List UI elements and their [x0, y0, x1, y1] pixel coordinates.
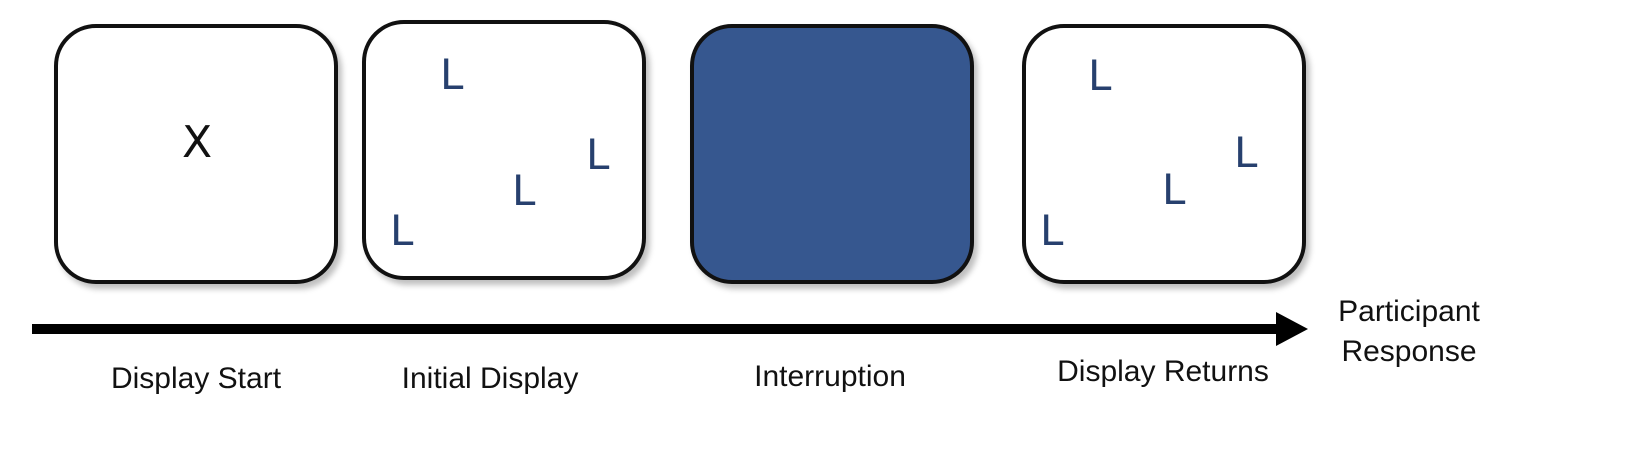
caption-participant-line1: Participant	[1338, 295, 1480, 328]
letter-l: L	[390, 206, 414, 255]
arrow-right-icon	[1276, 312, 1308, 346]
letter-l: L	[512, 166, 536, 215]
fixation-x: X	[182, 117, 213, 168]
letter-l: L	[1088, 51, 1112, 100]
interruption-panel	[690, 24, 974, 284]
letter-l: L	[1040, 206, 1064, 255]
initial-display-panel: L L L L	[362, 20, 646, 280]
caption-display-start: Display Start	[110, 362, 282, 395]
caption-interruption: Interruption	[754, 360, 906, 393]
letter-l: L	[1162, 165, 1186, 214]
caption-participant-line2: Response	[1341, 335, 1477, 368]
letter-l: L	[440, 50, 464, 99]
caption-participant-response: Participant Response	[1338, 292, 1480, 372]
letter-l: L	[586, 130, 610, 179]
caption-initial-display: Initial Display	[401, 362, 579, 395]
letter-l: L	[1234, 128, 1258, 177]
display-start-panel: X	[54, 24, 338, 284]
caption-display-returns: Display Returns	[1057, 355, 1269, 388]
display-returns-panel: L L L L	[1022, 24, 1306, 284]
